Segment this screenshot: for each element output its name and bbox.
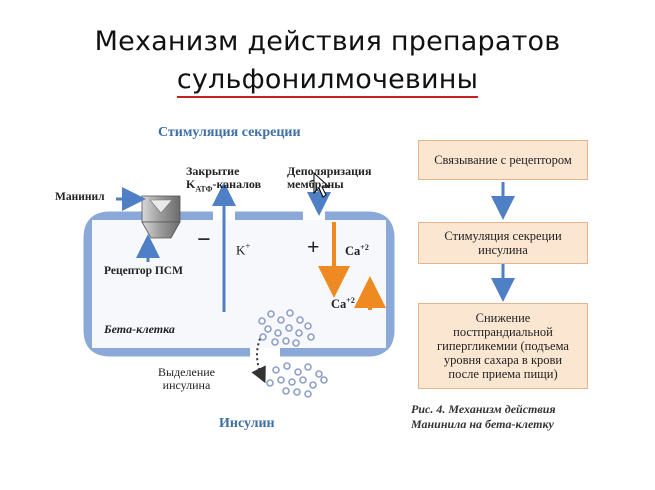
psm-receptor — [141, 195, 181, 239]
flow-step-reduction: Снижение постпрандиальной гипергликемии … — [418, 303, 588, 389]
slide-title-line2: сульфонилмочевины — [0, 64, 655, 98]
insulin-release-arrow — [251, 333, 266, 384]
figure-caption: Рис. 4. Механизм действия Манинила на бе… — [411, 402, 556, 431]
cell-label: Бета-клетка — [104, 322, 175, 336]
depolarization-label: Деполяризация мембраны — [287, 164, 372, 191]
closure-label: Закрытие KАТФ-каналов — [186, 164, 262, 194]
slide-title-line1: Механизм действия препаратов — [94, 26, 561, 57]
flow-step-binding: Связывание с рецептором — [418, 140, 588, 180]
plus-sign: + — [307, 234, 320, 259]
insulin-label: Инсулин — [219, 416, 275, 431]
minus-sign: − — [197, 227, 211, 253]
insulin-granules-inside — [258, 309, 315, 347]
potassium-ion-label: K+ — [236, 241, 251, 258]
flow-step-stimulation: Стимуляция секреции инсулина — [418, 222, 588, 264]
mouse-cursor-icon — [313, 171, 331, 198]
calcium-ion-label: Ca+2 — [345, 243, 369, 259]
diagram-heading: Стимуляция секреции — [158, 125, 301, 140]
insulin-release-label: Выделение инсулина — [158, 365, 215, 392]
calcium-ion-label-2: Ca+2 — [331, 296, 355, 312]
maninil-label: Манинил — [55, 191, 105, 203]
insulin-granules-released — [266, 362, 328, 398]
slide-title-underlined: сульфонилмочевины — [176, 64, 479, 98]
receptor-label: Рецептор ПСМ — [104, 265, 183, 277]
